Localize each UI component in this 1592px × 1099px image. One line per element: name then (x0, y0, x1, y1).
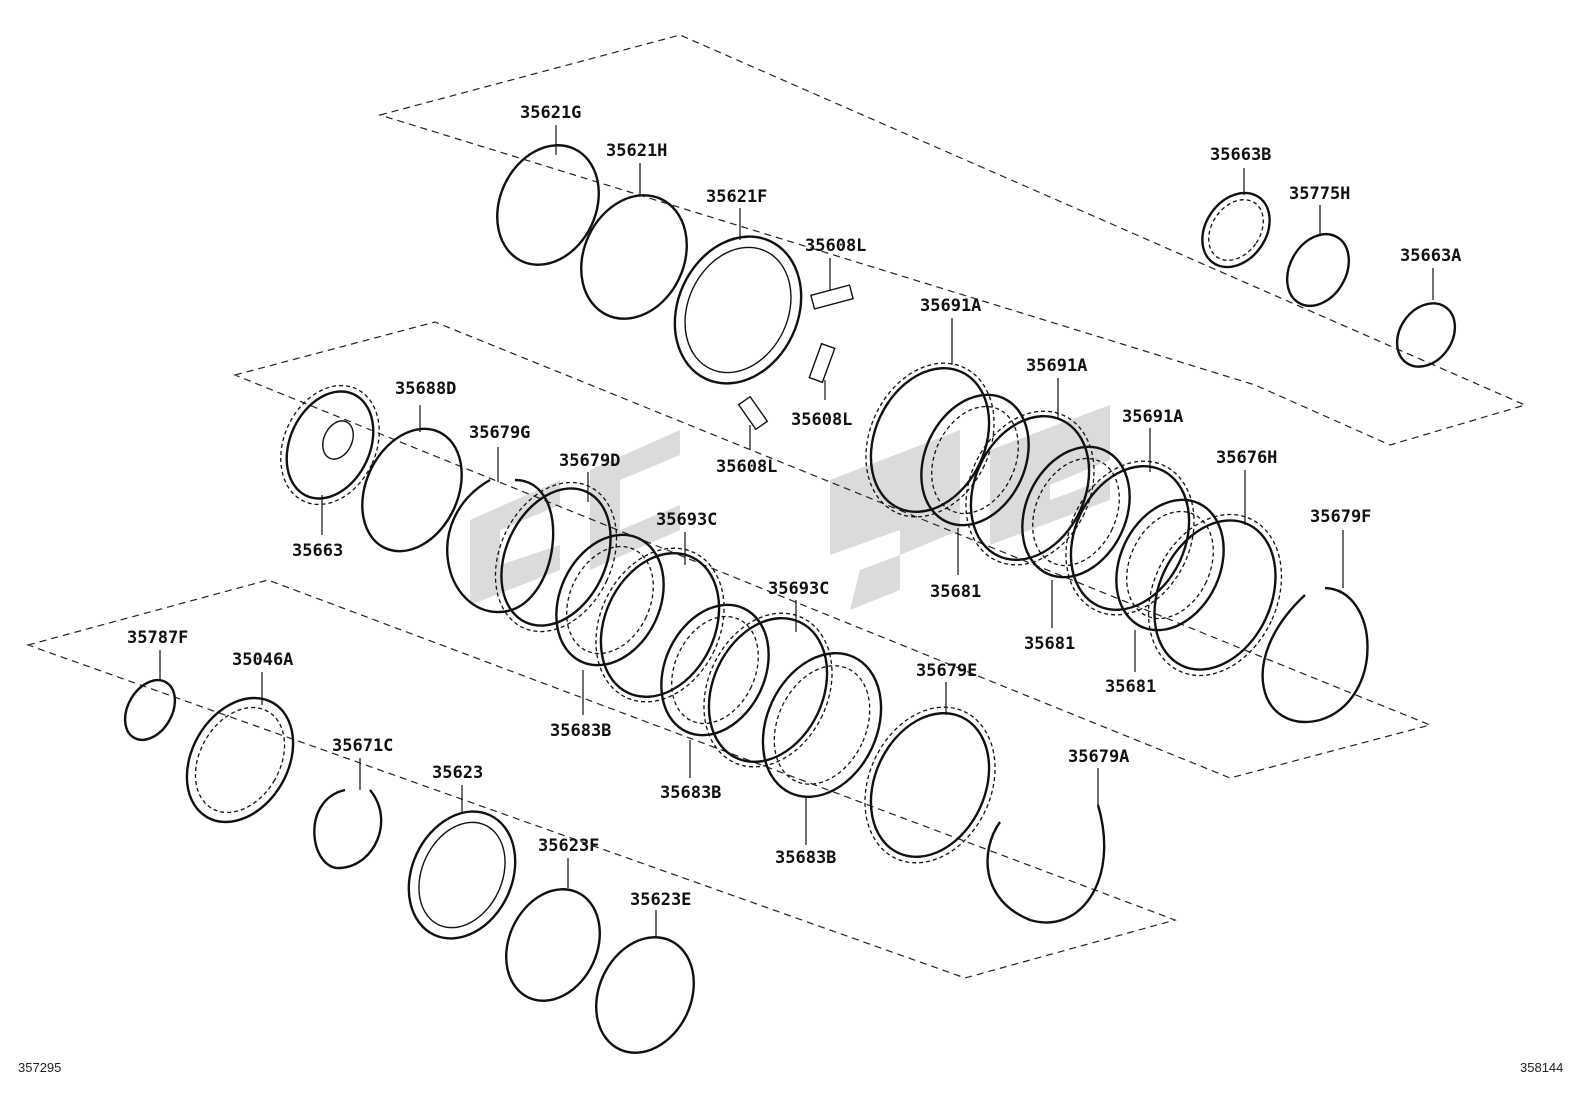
plate-35691A-3 (1069, 464, 1191, 612)
flange-35679D (500, 487, 612, 627)
label-35623E[interactable]: 35623E (630, 890, 691, 910)
label-35608L-top[interactable]: 35608L (805, 236, 866, 256)
piston-35621F (673, 235, 803, 385)
label-35681-2[interactable]: 35681 (1024, 634, 1075, 654)
snap-ring-35679G (446, 478, 555, 614)
label-35663[interactable]: 35663 (292, 541, 343, 561)
lower-frame (25, 579, 1177, 979)
corner-code-left: 357295 (18, 1060, 62, 1075)
disc-35681-2 (1021, 445, 1131, 579)
label-35681-1[interactable]: 35681 (930, 582, 981, 602)
middle-frame (233, 321, 1432, 779)
label-35693C-2[interactable]: 35693C (768, 579, 829, 599)
part-labels: 35621G 35621H 35621F 35608L 35608L 35608… (127, 103, 1461, 910)
disc-35681-3 (1115, 498, 1225, 632)
label-35623F[interactable]: 35623F (538, 836, 599, 856)
race-35775H (1285, 233, 1351, 307)
label-35621F[interactable]: 35621F (706, 187, 767, 207)
sun-gear-35663 (285, 390, 375, 500)
label-35608L-mid[interactable]: 35608L (791, 410, 852, 430)
label-35691A-2[interactable]: 35691A (1026, 356, 1087, 376)
label-35691A-1[interactable]: 35691A (920, 296, 981, 316)
piston-35623 (407, 810, 517, 940)
label-35787F[interactable]: 35787F (127, 628, 188, 648)
label-35688D[interactable]: 35688D (395, 379, 456, 399)
upper-frame (377, 34, 1527, 446)
plate-35693C-2 (707, 616, 829, 764)
corner-code-right: 358144 (1520, 1060, 1564, 1075)
washer-35787F (123, 678, 177, 742)
bearing-35663B (1201, 191, 1271, 269)
o-ring-35623E (595, 936, 695, 1054)
label-35679E[interactable]: 35679E (916, 661, 977, 681)
flange-35676H (1153, 519, 1277, 671)
snap-ring-35679F (1261, 586, 1369, 723)
bearing-35663A (1395, 302, 1457, 368)
ring-35688D (361, 427, 463, 553)
label-35775H[interactable]: 35775H (1289, 184, 1350, 204)
drum-35046A (185, 696, 295, 824)
label-35621H[interactable]: 35621H (606, 141, 667, 161)
o-ring-35621H (580, 194, 688, 320)
snap-ring-35679A (986, 804, 1106, 924)
spring-35608L-mid (808, 342, 836, 384)
spring-35608L-top (810, 284, 854, 310)
label-35621G[interactable]: 35621G (520, 103, 581, 123)
label-35691A-3[interactable]: 35691A (1122, 407, 1183, 427)
label-35608L-low[interactable]: 35608L (716, 457, 777, 477)
label-35671C[interactable]: 35671C (332, 736, 393, 756)
label-35681-3[interactable]: 35681 (1105, 677, 1156, 697)
disc-35681-1 (920, 393, 1030, 527)
disc-35683B-1 (555, 533, 665, 667)
label-35693C-1[interactable]: 35693C (656, 510, 717, 530)
disc-35683B-3 (761, 651, 883, 799)
o-ring-35621G (496, 144, 600, 266)
label-35663B[interactable]: 35663B (1210, 145, 1271, 165)
label-35683B-1[interactable]: 35683B (550, 721, 611, 741)
label-35679F[interactable]: 35679F (1310, 507, 1371, 527)
label-35679D[interactable]: 35679D (559, 451, 620, 471)
spring-35608L-low (737, 395, 769, 431)
plate-35693C-1 (599, 551, 721, 699)
o-ring-35623F (504, 888, 602, 1002)
plate-35691A-2 (969, 414, 1091, 562)
label-35663A[interactable]: 35663A (1400, 246, 1461, 266)
label-35683B-2[interactable]: 35683B (660, 783, 721, 803)
disc-35683B-2 (660, 603, 770, 737)
flange-35679E (869, 711, 991, 859)
label-35679A[interactable]: 35679A (1068, 747, 1129, 767)
label-35679G[interactable]: 35679G (469, 423, 530, 443)
snap-ring-35671C (313, 788, 383, 870)
label-35623[interactable]: 35623 (432, 763, 483, 783)
label-35676H[interactable]: 35676H (1216, 448, 1277, 468)
label-35683B-3[interactable]: 35683B (775, 848, 836, 868)
label-35046A[interactable]: 35046A (232, 650, 293, 670)
